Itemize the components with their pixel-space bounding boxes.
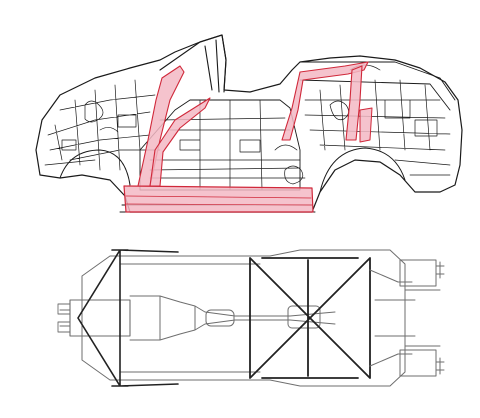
front-mount-left [57, 303, 71, 315]
underbody-plan-view [57, 249, 445, 387]
front-wheel-arch [59, 149, 131, 186]
x-brace-rear [249, 257, 371, 379]
windshield-frame [159, 34, 227, 93]
front-mount-right [57, 321, 71, 333]
highlighted-reinforcements [123, 61, 373, 213]
exhaust-system [129, 295, 336, 341]
catalytic-converter [205, 309, 235, 327]
door-frame [149, 97, 211, 187]
center-muffler [287, 305, 321, 329]
rear-deck [299, 61, 456, 111]
rocker-sill [123, 185, 314, 213]
x-brace-front [77, 249, 179, 387]
rear-muffler-right [399, 349, 437, 377]
cabin-interior-structure [149, 99, 306, 191]
door-opening [139, 99, 301, 191]
roll-hoop-right [345, 65, 363, 141]
frame-rails [81, 249, 406, 387]
suspension-arms [369, 269, 441, 367]
engine-bay-structure [44, 79, 161, 171]
tailpipes [435, 261, 445, 375]
side-body-view [35, 34, 463, 213]
rear-wheel-arch [319, 147, 406, 193]
rocker-sill-inner-line [125, 195, 313, 206]
rear-muffler-left [399, 259, 437, 287]
roll-hoop-brace [359, 107, 373, 143]
body-silhouette [35, 34, 463, 213]
rear-body-structure [304, 64, 451, 176]
